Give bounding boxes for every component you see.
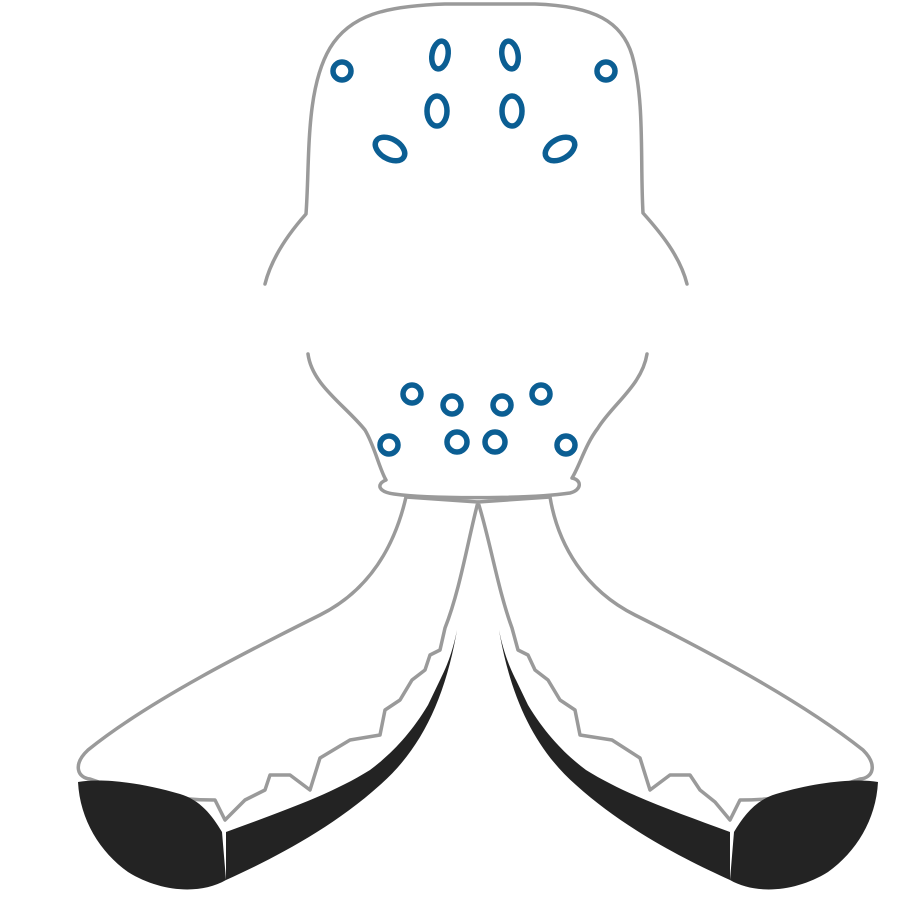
carapace-outline xyxy=(265,4,687,284)
head-outline xyxy=(308,354,647,498)
left-chelicera xyxy=(78,497,478,820)
right-chelicera xyxy=(478,497,872,820)
